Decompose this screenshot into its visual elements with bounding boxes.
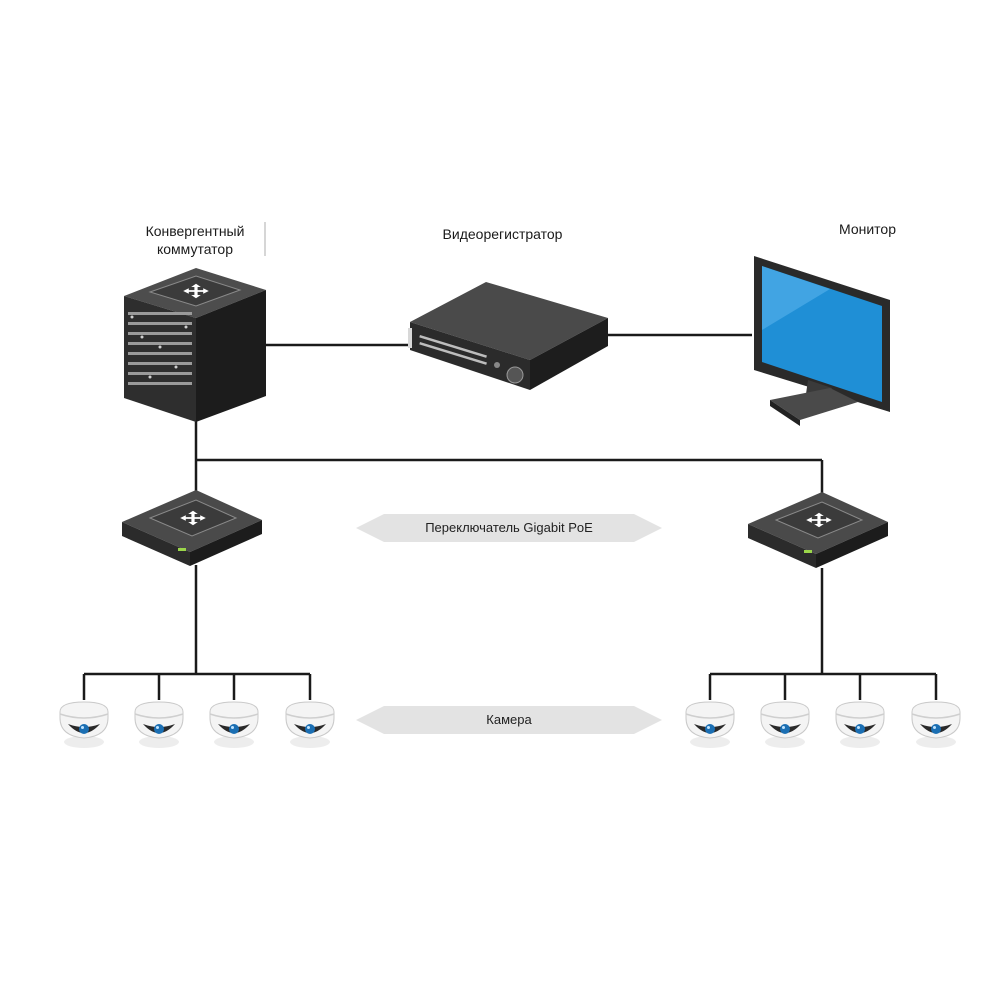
core-switch-label: Конвергентный коммутатор: [120, 222, 270, 258]
dome-camera-icon: [59, 701, 109, 749]
dome-camera-icon: [134, 701, 184, 749]
rack-switch-icon: [124, 268, 266, 422]
dome-camera-icon: [760, 701, 810, 749]
core-switch-label-line1: Конвергентный: [145, 223, 245, 239]
dome-camera-icon: [285, 701, 335, 749]
double-arrow-icon: [356, 706, 662, 734]
camera-label: Камера: [486, 712, 532, 727]
dome-camera-icon: [685, 701, 735, 749]
dome-camera-icon: [209, 701, 259, 749]
dome-camera-icon: [835, 701, 885, 749]
dome-camera-icon: [911, 701, 961, 749]
monitor-label: Монитор: [839, 221, 896, 237]
core-switch-label-line2: коммутатор: [156, 241, 234, 257]
nvr-label: Видеорегистратор: [442, 226, 563, 242]
poe-switch-icon: [748, 492, 888, 568]
poe-switch-label: Переключатель Gigabit PoE: [425, 520, 593, 535]
monitor-icon: [754, 256, 890, 426]
connection-lines: [82, 333, 938, 700]
nvr-icon: [408, 282, 608, 390]
poe-switch-icon: [122, 490, 262, 566]
double-arrow-icon: [356, 514, 662, 542]
